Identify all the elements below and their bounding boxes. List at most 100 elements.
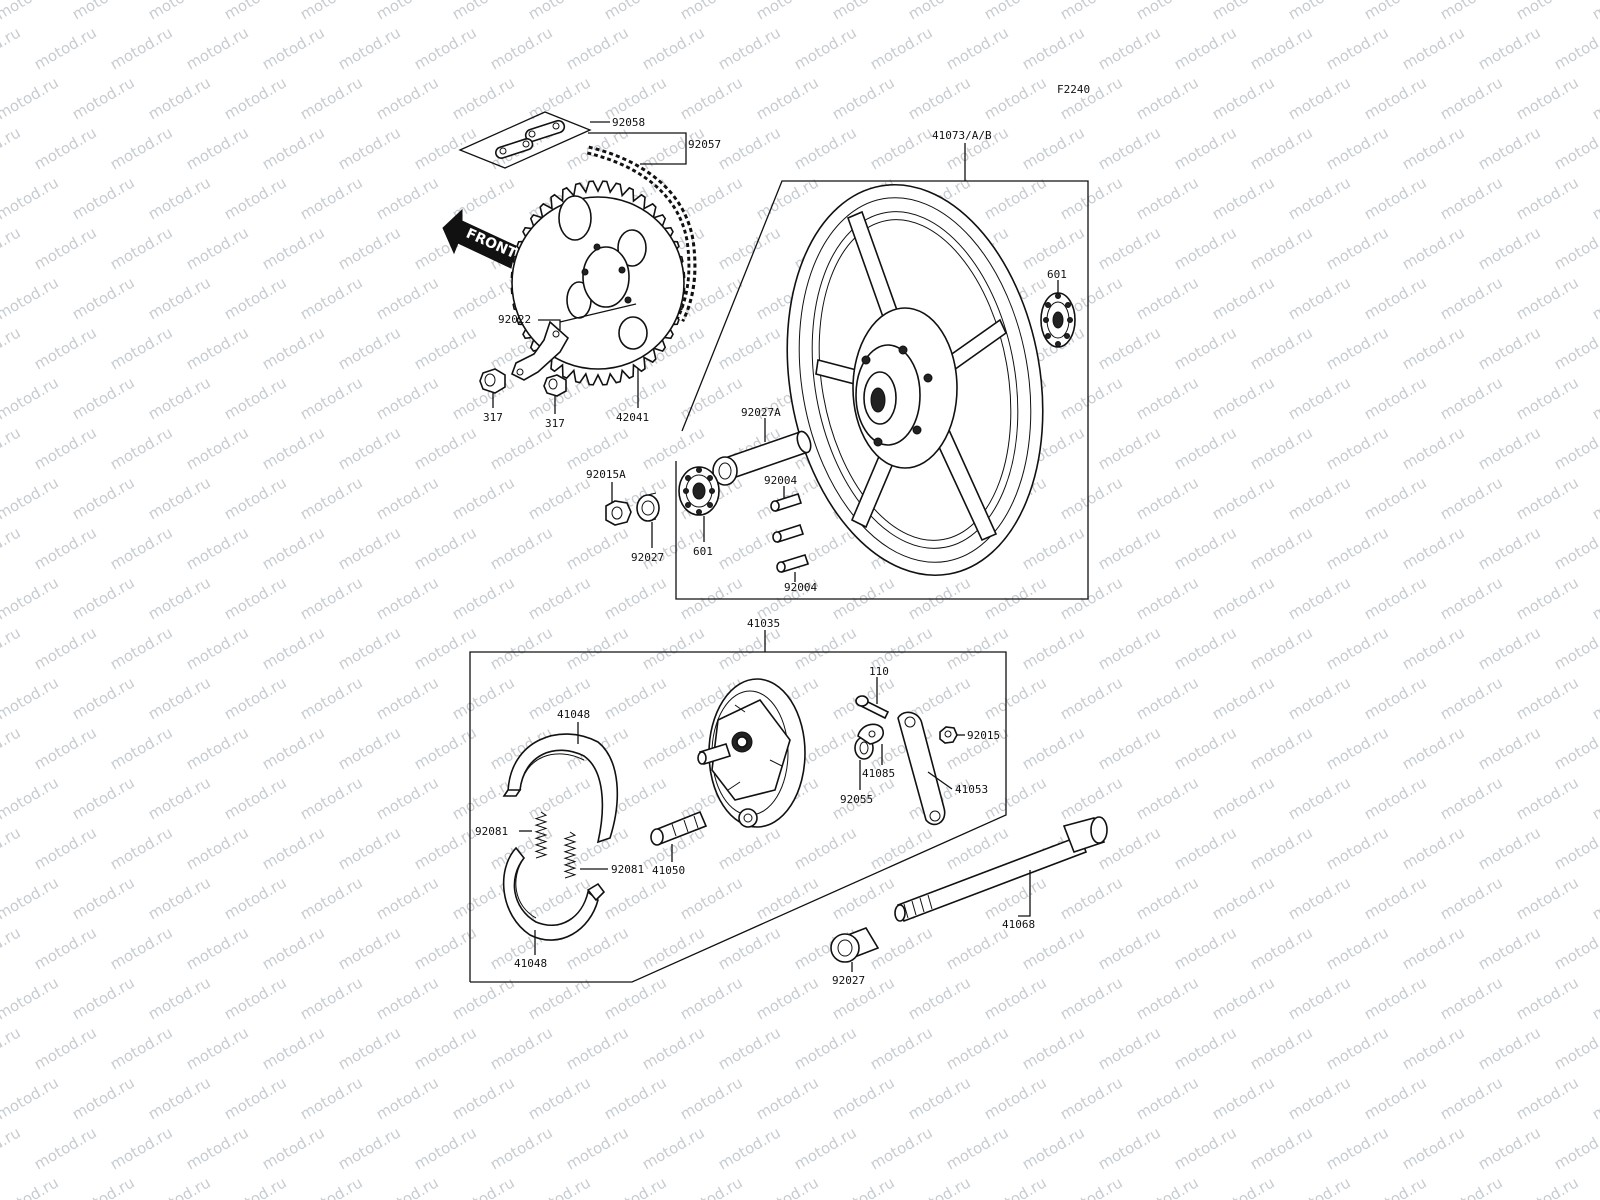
watermark-text: motod.ru: [1019, 223, 1088, 273]
watermark-text: motod.ru: [1361, 673, 1430, 723]
watermark-text: motod.ru: [1513, 73, 1582, 123]
watermark-text: motod.ru: [1323, 723, 1392, 773]
watermark-text: motod.ru: [1437, 173, 1506, 223]
label-92015: 92015: [967, 729, 1000, 742]
watermark-text: motod.ru: [1095, 923, 1164, 973]
watermark-text: motod.ru: [1247, 1023, 1316, 1073]
watermark-text: motod.ru: [1285, 73, 1354, 123]
watermark-text: motod.ru: [715, 523, 784, 573]
wheel-group-bracket: [675, 180, 1089, 600]
watermark-text: motod.ru: [1551, 1023, 1600, 1073]
watermark-text: motod.ru: [1323, 623, 1392, 673]
watermark-text: motod.ru: [335, 323, 404, 373]
label-92027-bottom: 92027: [832, 974, 865, 987]
watermark-text: motod.ru: [1589, 0, 1600, 23]
watermark-text: motod.ru: [183, 423, 252, 473]
watermark-text: motod.ru: [1323, 23, 1392, 73]
watermark-text: motod.ru: [753, 1173, 822, 1200]
watermark-text: motod.ru: [1361, 1173, 1430, 1200]
watermark-text: motod.ru: [1361, 1073, 1430, 1123]
watermark-text: motod.ru: [1057, 973, 1126, 1023]
watermark-text: motod.ru: [1057, 0, 1126, 23]
watermark-text: motod.ru: [753, 73, 822, 123]
watermark-text: motod.ru: [259, 323, 328, 373]
watermark-text: motod.ru: [943, 23, 1012, 73]
watermark-text: motod.ru: [1399, 823, 1468, 873]
watermark-text: motod.ru: [1171, 23, 1240, 73]
watermark-text: motod.ru: [1057, 73, 1126, 123]
watermark-text: motod.ru: [297, 173, 366, 223]
watermark-text: motod.ru: [563, 623, 632, 673]
label-92004-bottom: 92004: [784, 581, 817, 594]
watermark-text: motod.ru: [31, 23, 100, 73]
label-41085: 41085: [862, 767, 895, 780]
watermark-text: motod.ru: [1247, 423, 1316, 473]
watermark-text: motod.ru: [715, 223, 784, 273]
label-41053: 41053: [955, 783, 988, 796]
watermark-text: motod.ru: [1209, 573, 1278, 623]
watermark-text: motod.ru: [601, 573, 670, 623]
watermark-text: motod.ru: [411, 523, 480, 573]
watermark-text: motod.ru: [411, 123, 480, 173]
watermark-text: motod.ru: [1171, 823, 1240, 873]
watermark-text: motod.ru: [1057, 1173, 1126, 1200]
watermark-text: motod.ru: [335, 223, 404, 273]
watermark-text: motod.ru: [677, 1073, 746, 1123]
watermark-text: motod.ru: [183, 1023, 252, 1073]
watermark-text: motod.ru: [183, 923, 252, 973]
watermark-text: motod.ru: [1399, 123, 1468, 173]
collar-upper: [636, 492, 660, 522]
watermark-text: motod.ru: [677, 0, 746, 23]
watermark-text: motod.ru: [335, 1123, 404, 1173]
watermark-text: motod.ru: [1551, 323, 1600, 373]
watermark-text: motod.ru: [1475, 1123, 1544, 1173]
watermark-text: motod.ru: [449, 1073, 518, 1123]
label-92004-top: 92004: [764, 474, 797, 487]
watermark-text: motod.ru: [563, 423, 632, 473]
wheel-bearing-left: [678, 466, 720, 516]
watermark-text: motod.ru: [373, 1173, 442, 1200]
watermark-text: motod.ru: [0, 73, 62, 123]
watermark-text: motod.ru: [1133, 473, 1202, 523]
watermark-text: motod.ru: [1513, 173, 1582, 223]
watermark-text: motod.ru: [1475, 923, 1544, 973]
watermark-text: motod.ru: [1285, 273, 1354, 323]
watermark-text: motod.ru: [1095, 23, 1164, 73]
watermark-text: motod.ru: [449, 973, 518, 1023]
watermark-text: motod.ru: [0, 823, 24, 873]
watermark-text: motod.ru: [69, 673, 138, 723]
watermark-text: motod.ru: [0, 1073, 62, 1123]
watermark-text: motod.ru: [1589, 73, 1600, 123]
watermark-text: motod.ru: [373, 473, 442, 523]
watermark-text: motod.ru: [1323, 423, 1392, 473]
watermark-text: motod.ru: [145, 273, 214, 323]
watermark-text: motod.ru: [221, 1073, 290, 1123]
watermark-text: motod.ru: [0, 623, 24, 673]
watermark-text: motod.ru: [867, 1023, 936, 1073]
watermark-text: motod.ru: [69, 173, 138, 223]
label-41068: 41068: [1002, 918, 1035, 931]
wheel-bearing-right: [1040, 292, 1076, 348]
watermark-text: motod.ru: [1209, 173, 1278, 223]
watermark-text: motod.ru: [1019, 123, 1088, 173]
watermark-text: motod.ru: [1133, 173, 1202, 223]
brake-cam: [650, 810, 708, 846]
watermark-text: motod.ru: [0, 1023, 24, 1073]
watermark-text: motod.ru: [791, 23, 860, 73]
watermark-text: motod.ru: [1475, 223, 1544, 273]
watermark-text: motod.ru: [69, 1173, 138, 1200]
watermark-text: motod.ru: [0, 573, 62, 623]
label-92027-top: 92027: [631, 551, 664, 564]
watermark-text: motod.ru: [0, 23, 24, 73]
watermark-text: motod.ru: [31, 823, 100, 873]
watermark-text: motod.ru: [981, 1073, 1050, 1123]
watermark-text: motod.ru: [601, 1073, 670, 1123]
watermark-text: motod.ru: [107, 823, 176, 873]
watermark-text: motod.ru: [1399, 723, 1468, 773]
watermark-text: motod.ru: [981, 0, 1050, 23]
watermark-text: motod.ru: [145, 173, 214, 223]
watermark-text: motod.ru: [715, 823, 784, 873]
watermark-text: motod.ru: [1361, 373, 1430, 423]
watermark-text: motod.ru: [411, 23, 480, 73]
